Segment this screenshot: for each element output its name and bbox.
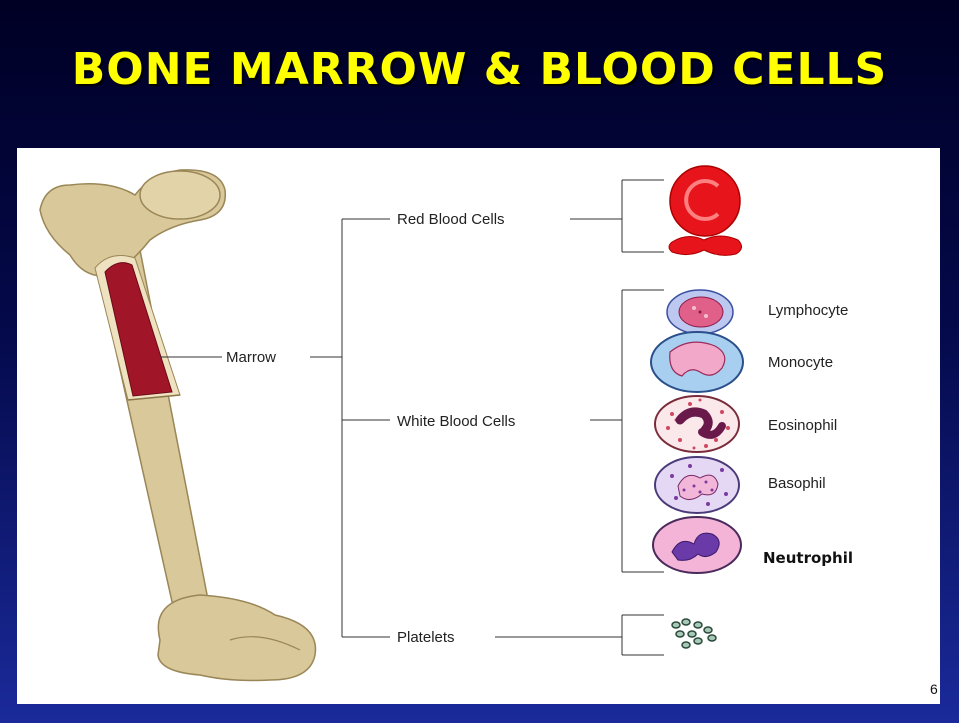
eosinophil-icon xyxy=(655,396,739,452)
page-number: 6 xyxy=(930,681,938,697)
marrow-label: Marrow xyxy=(226,349,276,366)
platelets-label: Platelets xyxy=(397,629,455,646)
lymphocyte-icon xyxy=(667,290,733,334)
basophil-label: Basophil xyxy=(768,475,826,492)
eosinophil-label: Eosinophil xyxy=(768,417,837,434)
monocyte-label: Monocyte xyxy=(768,354,833,371)
monocyte-icon xyxy=(651,332,743,392)
red-blood-cells-label: Red Blood Cells xyxy=(397,211,505,228)
white-blood-cells-label: White Blood Cells xyxy=(397,413,515,430)
lymphocyte-label: Lymphocyte xyxy=(768,302,848,319)
neutrophil-label: Neutrophil xyxy=(763,549,853,567)
basophil-icon xyxy=(655,457,739,513)
neutrophil-icon xyxy=(653,517,741,573)
red-blood-cell-front-icon xyxy=(670,166,740,236)
